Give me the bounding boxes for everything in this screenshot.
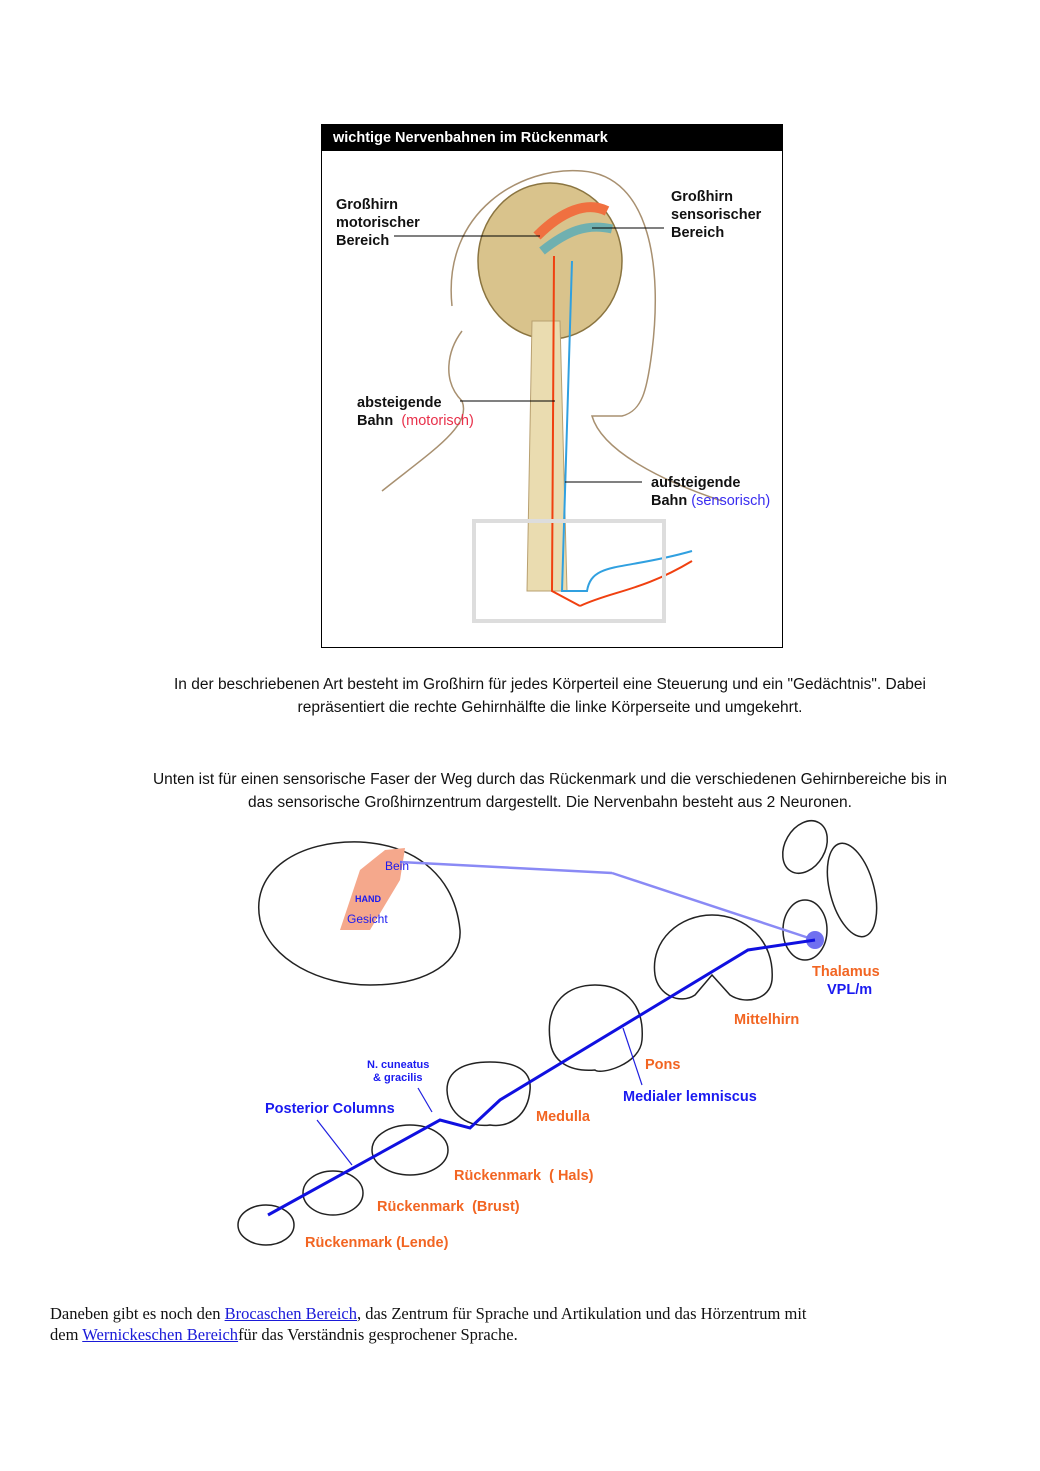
motor-qualifier: (motorisch) — [401, 413, 474, 429]
label-line: sensorischer — [671, 207, 762, 223]
sensory-qualifier: (sensorisch) — [691, 493, 771, 509]
cortex-label-bein: Bein — [385, 859, 410, 873]
ascending-pathway-label: aufsteigende Bahn (sensorisch) — [651, 474, 770, 510]
sensory-cortex-area — [340, 848, 405, 930]
text: Daneben gibt es noch den — [50, 1304, 225, 1323]
cortex-label-gesicht: Gesicht — [347, 912, 388, 926]
paragraph-1: In der beschriebenen Art besteht im Groß… — [0, 674, 1040, 719]
text-line: repräsentiert die rechte Gehirnhälfte di… — [297, 698, 803, 716]
label-line: N. cuneatus — [367, 1059, 430, 1071]
text-line: In der beschriebenen Art besteht im Groß… — [174, 676, 926, 693]
spinal-cord-thoracic-label: Rückenmark (Brust) — [377, 1199, 520, 1215]
broca-area-link[interactable]: Brocaschen Bereich — [224, 1304, 357, 1323]
label-line: Bahn — [651, 493, 688, 509]
head-spine-illustration — [381, 169, 723, 623]
label-line: absteigende — [357, 395, 442, 411]
pons-label: Pons — [645, 1057, 681, 1073]
cortex-label-hand: HAND — [355, 894, 381, 904]
thalamus-label: Thalamus — [812, 964, 880, 980]
paragraph-2: Unten ist für einen sensorische Faser de… — [0, 769, 1040, 814]
label-line: aufsteigende — [651, 475, 741, 491]
label-line: Großhirn — [336, 197, 399, 213]
cuneatus-gracilis-label: N. cuneatus & gracilis — [367, 1059, 429, 1085]
label-line: Bereich — [336, 233, 390, 249]
text: , das Zentrum für Sprache und Artikulati… — [356, 1304, 807, 1323]
figure-title: wichtige Nervenbahnen im Rückenmark — [322, 125, 782, 151]
medial-lemniscus-label: Medialer lemniscus — [623, 1089, 757, 1105]
sensory-area-label: Großhirn sensorischer Bereich — [671, 188, 761, 242]
label-line: & gracilis — [373, 1072, 423, 1084]
label-line: Großhirn — [671, 189, 734, 205]
text: dem — [50, 1325, 83, 1344]
text-line: das sensorische Großhirnzentrum dargeste… — [248, 793, 852, 811]
posterior-columns-label: Posterior Columns — [265, 1101, 395, 1117]
spinal-cord-cervical-label: Rückenmark ( Hals) — [454, 1168, 594, 1184]
wernicke-area-link[interactable]: Wernickeschen Bereich — [82, 1325, 239, 1344]
vpl-label: VPL/m — [827, 982, 873, 998]
label-line: Bereich — [671, 225, 725, 241]
label-line: Bahn — [357, 413, 394, 429]
label-line: motorischer — [336, 215, 420, 231]
paragraph-3: Daneben gibt es noch den Brocaschen Bere… — [50, 1303, 950, 1345]
spinal-cord-lumbar-label: Rückenmark (Lende) — [305, 1235, 449, 1251]
nerve-pathways-figure: wichtige Nervenbahnen im Rückenmark Groß… — [321, 124, 783, 648]
descending-pathway-label: absteigende Bahn (motorisch) — [357, 394, 474, 430]
text-line: Unten ist für einen sensorische Faser de… — [152, 771, 948, 788]
motor-area-label: Großhirn motorischer Bereich — [336, 196, 420, 250]
medulla-label: Medulla — [536, 1109, 590, 1125]
mittelhirn-label: Mittelhirn — [734, 1012, 800, 1028]
text: für das Verständnis gesprochener Sprache… — [238, 1325, 518, 1344]
